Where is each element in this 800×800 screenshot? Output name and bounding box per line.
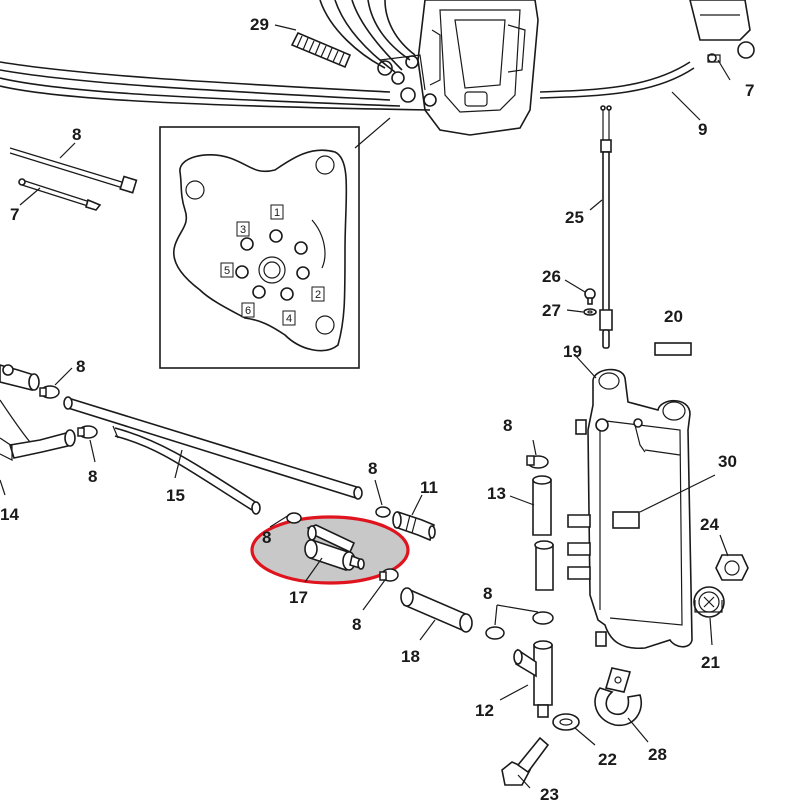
callout-21: 21 bbox=[701, 653, 720, 672]
callout-8-bottom-13: 8 bbox=[483, 584, 492, 603]
tee-fitting-12 bbox=[513, 640, 553, 718]
inline-fuel-filter-17-highlight[interactable] bbox=[250, 515, 410, 585]
screw-26 bbox=[584, 288, 596, 305]
adaptor-plate-assembly bbox=[377, 0, 539, 136]
callout-28: 28 bbox=[648, 745, 667, 764]
clamp-8-filter-right bbox=[379, 568, 399, 582]
callout-18: 18 bbox=[401, 647, 420, 666]
fitting-left-upper bbox=[0, 364, 40, 391]
fitting-left-lower bbox=[0, 399, 76, 461]
callout-7-left: 7 bbox=[10, 205, 19, 224]
callout-14: 14 bbox=[0, 505, 19, 524]
callout-8-cable-tie: 8 bbox=[72, 125, 81, 144]
callout-8-top-13: 8 bbox=[503, 416, 512, 435]
callout-8-left-b: 8 bbox=[88, 467, 97, 486]
fitting-11 bbox=[392, 510, 436, 542]
callout-12: 12 bbox=[475, 701, 494, 720]
clip-28 bbox=[594, 667, 642, 726]
clamp-8-upper-right bbox=[375, 506, 391, 518]
inset-step-4: 4 bbox=[286, 313, 292, 325]
hose-18 bbox=[400, 587, 473, 633]
callout-22: 22 bbox=[598, 750, 617, 769]
callout-17: 17 bbox=[289, 588, 308, 607]
callout-9: 9 bbox=[698, 120, 707, 139]
cable-tie-8 bbox=[9, 147, 138, 194]
clamp-8-bottom-13 bbox=[485, 611, 554, 640]
decal-20 bbox=[654, 342, 692, 356]
callout-29: 29 bbox=[250, 15, 269, 34]
callout-23: 23 bbox=[540, 785, 559, 800]
callout-30: 30 bbox=[718, 452, 737, 471]
cable-harness bbox=[0, 0, 695, 111]
clamp-8-filter-left bbox=[286, 512, 302, 524]
top-right-bracket bbox=[689, 0, 755, 63]
callouts: 29 7 9 8 7 25 26 27 20 19 8 8 15 14 8 11… bbox=[0, 15, 754, 800]
callout-19: 19 bbox=[563, 342, 582, 361]
filter-canister-19 bbox=[567, 368, 693, 650]
inset-step-5: 5 bbox=[224, 265, 230, 277]
cable-tie-7 bbox=[18, 178, 102, 211]
callout-15: 15 bbox=[166, 486, 185, 505]
inset-step-2: 2 bbox=[315, 289, 321, 301]
clamp-8-top-13 bbox=[526, 455, 549, 469]
callout-13: 13 bbox=[487, 484, 506, 503]
cap-24 bbox=[715, 554, 749, 581]
inset-step-6: 6 bbox=[245, 305, 251, 317]
spring-29 bbox=[290, 31, 352, 69]
callout-11: 11 bbox=[420, 478, 438, 497]
inset-detail: 1 2 3 4 5 6 bbox=[159, 117, 391, 369]
callout-8-lower: 8 bbox=[352, 615, 361, 634]
sensor-probe-25 bbox=[599, 105, 613, 349]
callout-8-filter: 8 bbox=[262, 528, 271, 547]
callout-8-upper: 8 bbox=[368, 459, 377, 478]
callout-7-top: 7 bbox=[745, 81, 754, 100]
clamp-8-left-a bbox=[39, 385, 60, 399]
washer-27 bbox=[583, 308, 597, 316]
callout-20: 20 bbox=[664, 307, 683, 326]
clamp-8-left-b bbox=[77, 425, 98, 439]
callout-24: 24 bbox=[700, 515, 719, 534]
bolt-23 bbox=[501, 736, 550, 786]
callout-27: 27 bbox=[542, 301, 561, 320]
decal-30 bbox=[612, 511, 640, 529]
callout-25: 25 bbox=[565, 208, 584, 227]
drain-plug-21 bbox=[693, 586, 725, 618]
fuel-hose-15 bbox=[63, 396, 363, 515]
hose-13 bbox=[532, 475, 554, 591]
leader-lines bbox=[0, 24, 731, 789]
callout-8-left-a: 8 bbox=[76, 357, 85, 376]
inset-step-1: 1 bbox=[274, 207, 280, 219]
washer-22 bbox=[552, 713, 580, 731]
callout-26: 26 bbox=[542, 267, 561, 286]
inset-step-3: 3 bbox=[240, 224, 246, 236]
